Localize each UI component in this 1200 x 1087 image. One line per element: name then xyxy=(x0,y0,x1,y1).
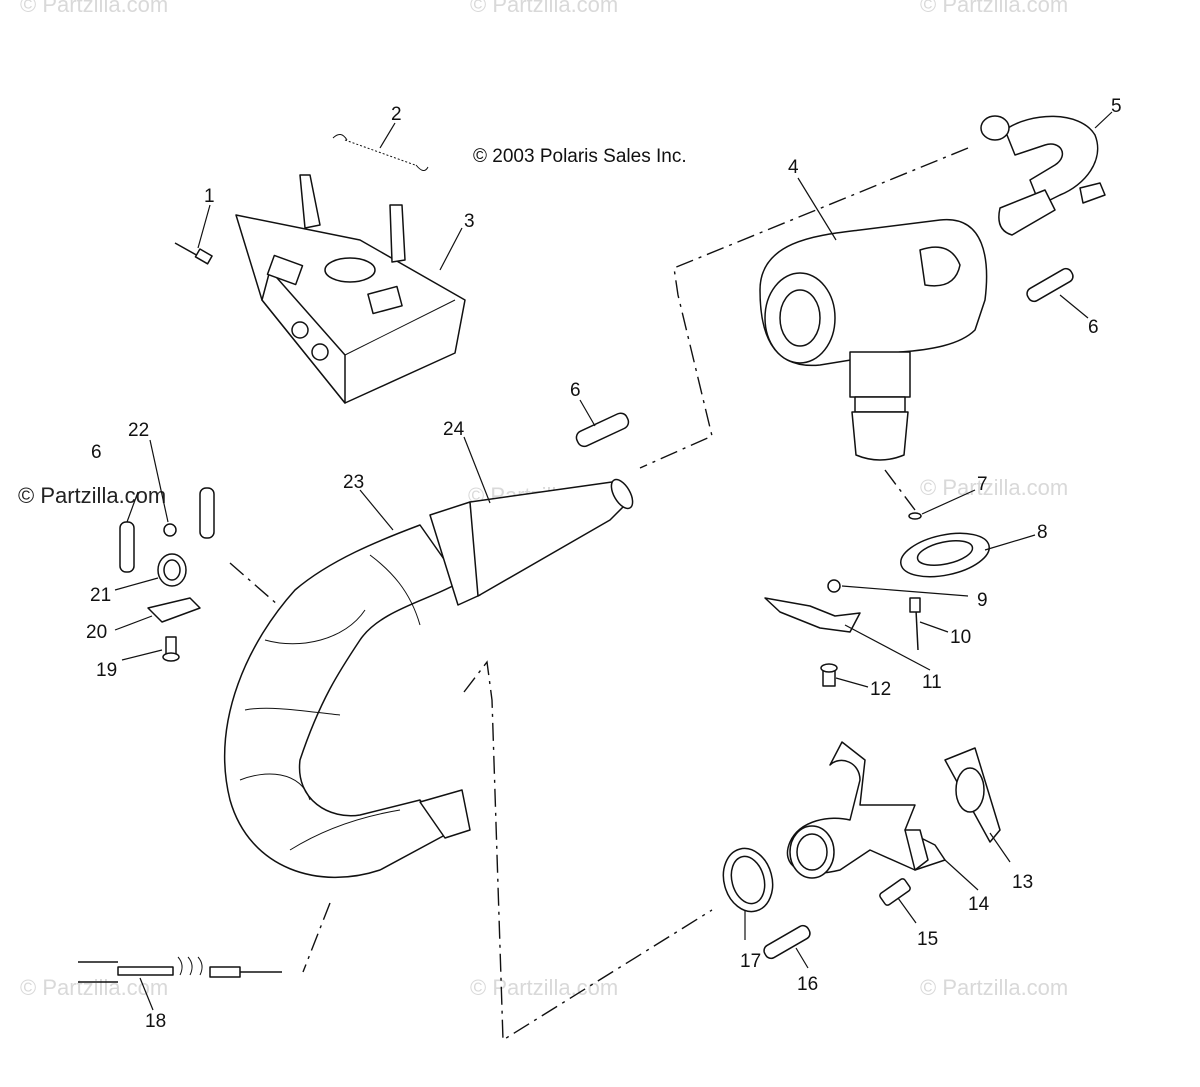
watermark-bottom-center: © Partzilla.com xyxy=(470,975,618,1000)
part-13-gasket xyxy=(944,747,1001,843)
assembly-line-muffler-outlet xyxy=(884,469,916,511)
callout-4: 4 xyxy=(788,157,799,178)
callout-15: 15 xyxy=(917,929,938,950)
assembly-lines xyxy=(229,147,969,1042)
part-1-bolt xyxy=(174,242,213,265)
watermark-bottom-right: © Partzilla.com xyxy=(920,975,1068,1000)
callout-5: 5 xyxy=(1111,96,1122,117)
callout-8: 8 xyxy=(1037,522,1048,543)
part-10-rivet xyxy=(909,597,921,651)
callout-9: 9 xyxy=(977,590,988,611)
part-16-spring xyxy=(763,924,811,960)
callout-1: 1 xyxy=(204,186,215,207)
part-9-nut xyxy=(827,579,841,593)
callout-22: 22 xyxy=(128,420,149,441)
watermark-mid-left: © Partzilla.com xyxy=(18,483,166,508)
part-5-tailpipe xyxy=(980,115,1106,236)
part-18-sensor-cable xyxy=(78,956,282,983)
callout-18: 18 xyxy=(145,1011,166,1032)
callouts: 1 2 3 4 5 6 6 6 7 8 9 10 11 12 13 14 15 … xyxy=(86,96,1122,1032)
callout-14: 14 xyxy=(968,894,990,915)
part-8-gasket xyxy=(900,532,990,578)
part-24-stinger xyxy=(469,478,634,597)
callout-16: 16 xyxy=(797,974,818,995)
part-7-washer xyxy=(908,512,922,520)
part-3-bracket xyxy=(235,174,466,404)
callout-21: 21 xyxy=(90,585,111,606)
copyright-notice: © 2003 Polaris Sales Inc. xyxy=(473,146,687,167)
callout-20: 20 xyxy=(86,622,107,643)
part-15-bolt xyxy=(879,878,911,906)
part-11-bracket xyxy=(764,597,861,633)
part-6-spring-center xyxy=(575,412,630,448)
assembly-line-mount xyxy=(229,562,279,606)
watermark-top-center: © Partzilla.com xyxy=(470,0,618,17)
callout-3: 3 xyxy=(464,211,475,232)
watermark-mid-right: © Partzilla.com xyxy=(920,475,1068,500)
callout-6-center: 6 xyxy=(570,380,581,401)
callout-11: 11 xyxy=(922,672,942,693)
callout-23: 23 xyxy=(343,472,364,493)
callout-13: 13 xyxy=(1012,872,1033,893)
leader-lines xyxy=(114,111,1113,1011)
callout-12: 12 xyxy=(870,679,891,700)
watermark-top-left: © Partzilla.com xyxy=(20,0,168,17)
callout-17: 17 xyxy=(740,951,761,972)
callout-10: 10 xyxy=(950,627,971,648)
part-20-plate xyxy=(147,597,201,623)
part-2-spring xyxy=(332,134,429,171)
callout-19: 19 xyxy=(96,660,117,681)
part-6-spring-right xyxy=(1026,267,1074,303)
callout-6-left: 6 xyxy=(91,442,102,463)
watermark-top-right: © Partzilla.com xyxy=(920,0,1068,17)
watermark-bottom-left: © Partzilla.com xyxy=(20,975,168,1000)
part-4-muffler xyxy=(759,219,988,461)
part-19-bolt xyxy=(162,636,180,662)
callout-7: 7 xyxy=(977,474,988,495)
part-14-manifold xyxy=(786,741,946,879)
part-12-bolt xyxy=(820,663,838,687)
callout-2: 2 xyxy=(391,104,402,125)
callout-6-right: 6 xyxy=(1088,317,1099,338)
part-23-expansion-chamber xyxy=(223,501,481,879)
part-21-bushing xyxy=(157,553,187,587)
assembly-line-muffler xyxy=(639,147,969,469)
callout-24: 24 xyxy=(443,419,465,440)
assembly-line-manifold xyxy=(463,660,713,1042)
part-22-nut xyxy=(163,523,177,537)
part-6-spring-left xyxy=(119,487,215,573)
assembly-line-sensor xyxy=(302,902,331,973)
part-17-seal-ring xyxy=(722,847,774,913)
